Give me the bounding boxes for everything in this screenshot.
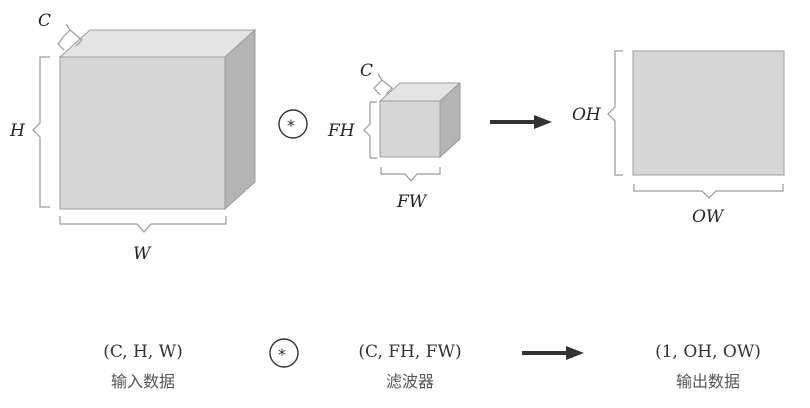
output-shape-caption: (1, OH, OW) — [655, 342, 761, 362]
input-depth-bracket — [57, 23, 83, 51]
filter-width-label: FW — [396, 192, 428, 212]
filter-block-front-face — [379, 100, 441, 158]
result-arrow-top — [490, 115, 552, 129]
input-width-label: W — [133, 244, 152, 264]
convolution-operator-bottom: * — [269, 338, 299, 368]
input-block-front-face — [59, 56, 226, 210]
input-block: C H W — [9, 11, 257, 264]
filter-block: C FH FW — [327, 61, 462, 212]
filter-depth-bracket — [373, 73, 393, 96]
input-name-caption: 输入数据 — [111, 372, 175, 391]
output-height-label: OH — [572, 105, 602, 125]
filter-height-bracket — [363, 101, 377, 159]
filter-height-label: FH — [327, 121, 356, 141]
input-block-side-face — [224, 28, 256, 211]
output-height-bracket — [607, 50, 623, 176]
input-depth-label: C — [38, 11, 51, 31]
input-block-top-face — [58, 29, 257, 58]
convolution-operator-symbol-bottom: * — [278, 345, 286, 364]
output-width-label: OW — [692, 207, 725, 227]
input-width-bracket — [59, 216, 227, 233]
filter-shape-caption: (C, FH, FW) — [358, 342, 461, 362]
output-block: OH OW — [572, 50, 785, 227]
result-arrow-bottom — [522, 346, 584, 360]
filter-width-bracket — [380, 167, 441, 182]
output-width-bracket — [633, 184, 784, 199]
convolution-operator-top: * — [278, 109, 308, 139]
output-name-caption: 输出数据 — [676, 372, 740, 391]
convolution-operator-symbol-top: * — [287, 116, 295, 135]
filter-name-caption: 滤波器 — [386, 372, 434, 391]
output-block-face — [632, 50, 785, 176]
filter-depth-label: C — [360, 61, 373, 81]
input-height-label: H — [9, 121, 26, 141]
input-shape-caption: (C, H, W) — [103, 342, 183, 362]
input-height-bracket — [32, 56, 50, 208]
